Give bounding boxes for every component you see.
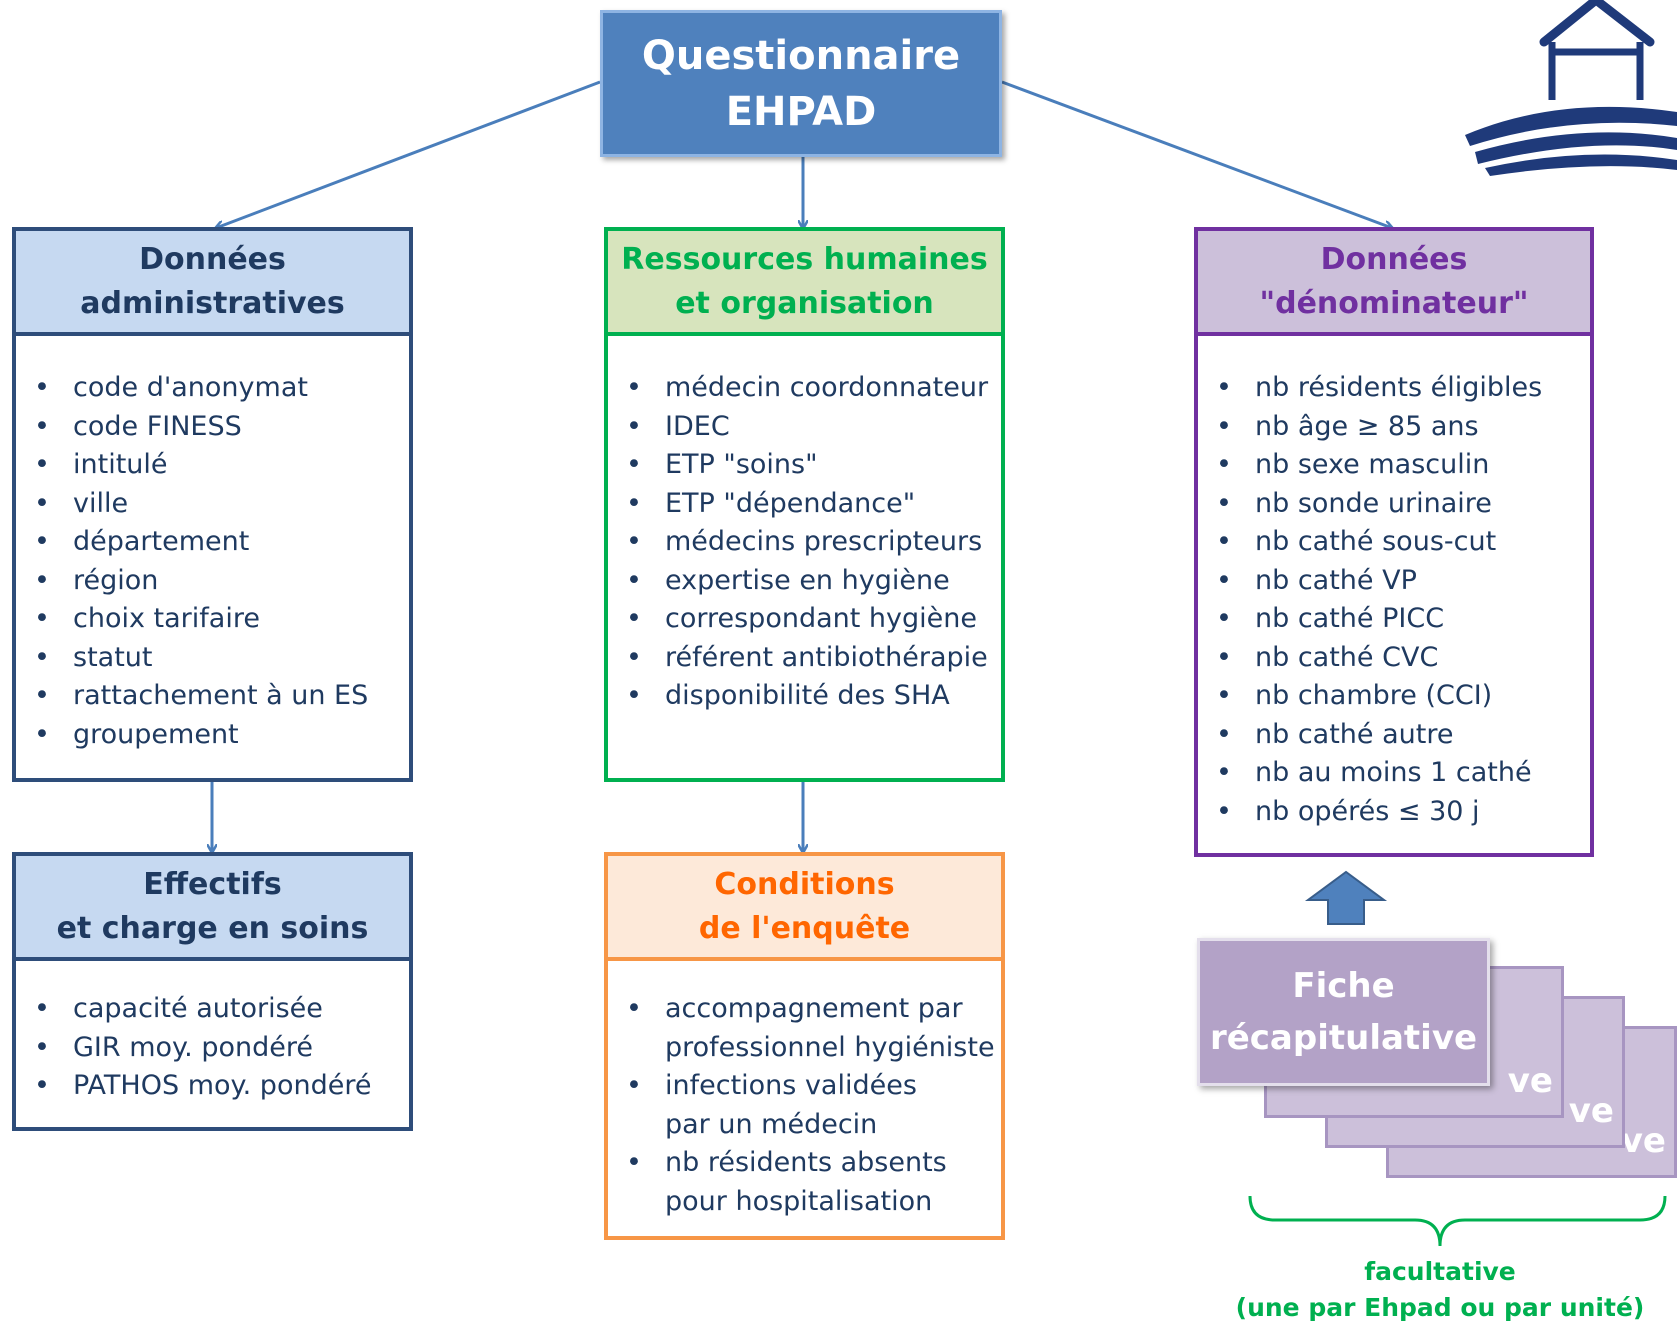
logo-roof [1539,0,1655,47]
denominateur-box: Données "dénominateur" nb résidents élig… [1194,227,1594,857]
admin-title-line2: administratives [80,285,345,321]
list-item: disponibilité des SHA [608,677,1001,716]
list-item: nb cathé PICC [1198,600,1590,639]
effectifs-header: Effectifs et charge en soins [16,856,409,961]
list-item: accompagnement par [608,990,1001,1029]
logo-waves [1465,106,1677,176]
list-item: ETP "soins" [608,446,1001,485]
list-item: région [16,562,409,601]
denominateur-header: Données "dénominateur" [1198,231,1590,336]
effectifs-list: capacité autorisée GIR moy. pondéré PATH… [16,961,409,1106]
list-item: nb résidents absents [608,1144,1001,1183]
admin-box: Données administratives code d'anonymat … [12,227,413,782]
list-item: infections validées [608,1067,1001,1106]
list-item: code d'anonymat [16,369,409,408]
list-item: choix tarifaire [16,600,409,639]
list-item: nb cathé CVC [1198,639,1590,678]
questionnaire-root-node: Questionnaire EHPAD [600,10,1002,157]
list-item: statut [16,639,409,678]
fiche-stack-card-3-text: ve [1620,1121,1666,1161]
facultative-note-line1: facultative [1364,1257,1516,1286]
list-item: IDEC [608,408,1001,447]
fiche-stack-card-2-text: ve [1568,1091,1614,1131]
effectifs-title-line1: Effectifs [143,866,282,902]
list-item: GIR moy. pondéré [16,1029,409,1068]
list-item: nb cathé sous-cut [1198,523,1590,562]
list-item: nb au moins 1 cathé [1198,754,1590,793]
list-item: nb opérés ≤ 30 j [1198,793,1590,832]
fiche-title-line1: Fiche [1292,966,1395,1006]
list-item: nb résidents éligibles [1198,369,1590,408]
effectifs-box: Effectifs et charge en soins capacité au… [12,852,413,1131]
admin-title-line1: Données [139,241,286,277]
conditions-header: Conditions de l'enquête [608,856,1001,961]
root-title-line2: EHPAD [725,88,877,135]
rh-title-line2: et organisation [675,285,934,321]
list-item: groupement [16,716,409,755]
conditions-list: accompagnement par professionnel hygiéni… [608,961,1001,1221]
fiche-recapitulative: Fiche récapitulative [1197,938,1490,1086]
list-item: rattachement à un ES [16,677,409,716]
list-item: nb sexe masculin [1198,446,1590,485]
facultative-brace [1248,1195,1667,1247]
admin-header: Données administratives [16,231,409,336]
conditions-title-line1: Conditions [714,866,895,902]
rh-list: médecin coordonnateur IDEC ETP "soins" E… [608,336,1001,716]
list-item: médecin coordonnateur [608,369,1001,408]
denominateur-title-line1: Données [1320,241,1468,277]
list-item: PATHOS moy. pondéré [16,1067,409,1106]
effectifs-title-line2: et charge en soins [56,910,369,946]
arrow-root-to-admin [216,80,601,228]
denominateur-list: nb résidents éligibles nb âge ≥ 85 ans n… [1198,336,1590,831]
list-item-continuation: professionnel hygiéniste [665,1031,995,1063]
list-item: nb âge ≥ 85 ans [1198,408,1590,447]
list-item: code FINESS [16,408,409,447]
rh-box: Ressources humaines et organisation méde… [604,227,1005,782]
list-item: capacité autorisée [16,990,409,1029]
list-item: nb cathé VP [1198,562,1590,601]
root-title-line1: Questionnaire [641,32,961,79]
fiche-stack-card-1-text: ve [1507,1061,1553,1101]
list-item: ETP "dépendance" [608,485,1001,524]
list-item: expertise en hygiène [608,562,1001,601]
rh-title-line1: Ressources humaines [621,241,988,277]
rh-header: Ressources humaines et organisation [608,231,1001,336]
logo [1465,0,1677,176]
list-item-continuation: pour hospitalisation [665,1185,933,1217]
fiche-title-line2: récapitulative [1209,1018,1478,1058]
facultative-note-line2: (une par Ehpad ou par unité) [1235,1293,1645,1322]
list-item: nb cathé autre [1198,716,1590,755]
admin-list: code d'anonymat code FINESS intitulé vil… [16,336,409,754]
list-item: intitulé [16,446,409,485]
list-item: médecins prescripteurs [608,523,1001,562]
conditions-box: Conditions de l'enquête accompagnement p… [604,852,1005,1240]
list-item: département [16,523,409,562]
fiche-up-arrow [1304,870,1388,925]
list-item: correspondant hygiène [608,600,1001,639]
facultative-note: facultative (une par Ehpad ou par unité) [1230,1254,1650,1326]
list-item: nb sonde urinaire [1198,485,1590,524]
list-item: nb chambre (CCI) [1198,677,1590,716]
list-item: référent antibiothérapie [608,639,1001,678]
conditions-title-line2: de l'enquête [698,910,911,946]
list-item-continuation: par un médecin [665,1108,878,1140]
denominateur-title-line2: "dénominateur" [1259,285,1529,321]
logo-house [1548,42,1644,100]
arrow-root-to-denom [1001,80,1392,228]
list-item: ville [16,485,409,524]
